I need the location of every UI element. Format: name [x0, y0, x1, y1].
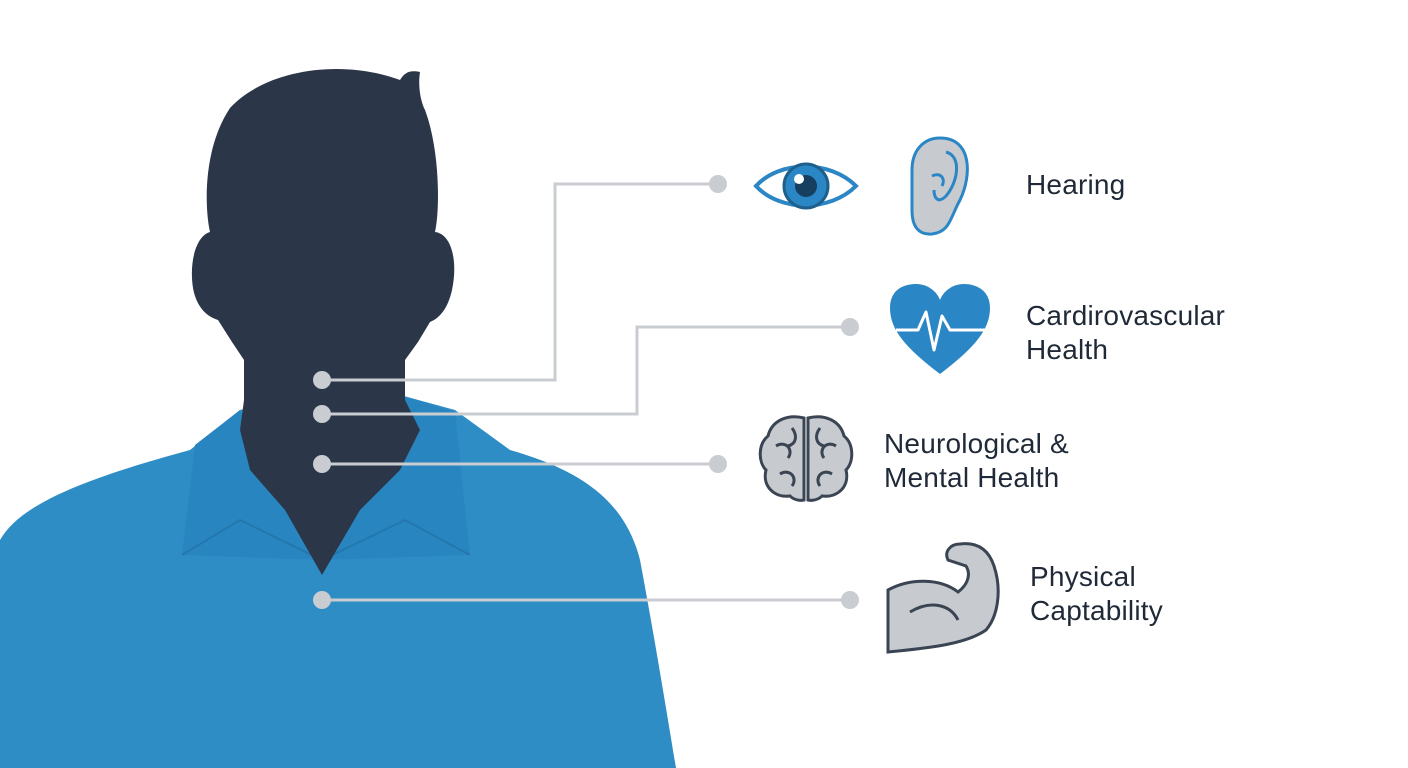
- shirt-collar: [322, 395, 470, 560]
- connector-cardiovascular: [322, 325, 850, 416]
- connector-dot: [313, 455, 331, 473]
- label-hearing: Hearing: [1026, 168, 1125, 202]
- label-neurological: Neurological & Mental Health: [884, 427, 1069, 495]
- label-line: Health: [1026, 334, 1109, 365]
- connector-dot: [709, 455, 727, 473]
- label-line: Hearing: [1026, 169, 1126, 200]
- label-line: Cardirovascular: [1026, 300, 1226, 331]
- label-line: Mental Health: [884, 462, 1060, 493]
- connector-hearing: [322, 182, 718, 382]
- label-line: Physical: [1030, 561, 1136, 592]
- label-line: Captability: [1030, 595, 1163, 626]
- connector-dots: [313, 175, 859, 609]
- label-cardiovascular: Cardirovascular Health: [1026, 299, 1225, 367]
- brain-icon: [758, 415, 854, 502]
- eye-icon: [753, 162, 859, 210]
- flexed-arm-icon: [886, 542, 1000, 654]
- ear-icon: [910, 136, 969, 236]
- connector-dot: [313, 371, 331, 389]
- shirt: [0, 395, 676, 768]
- connector-dot: [841, 318, 859, 336]
- heart-pulse-icon: [890, 284, 990, 374]
- connector-dot: [313, 591, 331, 609]
- connector-dot: [841, 591, 859, 609]
- person-silhouette: [191, 69, 455, 575]
- label-line: Neurological &: [884, 428, 1069, 459]
- label-physical: Physical Captability: [1030, 560, 1163, 628]
- shirt-collar: [182, 410, 322, 560]
- connector-dot: [313, 405, 331, 423]
- connector-lines: [322, 182, 850, 602]
- connector-dot: [709, 175, 727, 193]
